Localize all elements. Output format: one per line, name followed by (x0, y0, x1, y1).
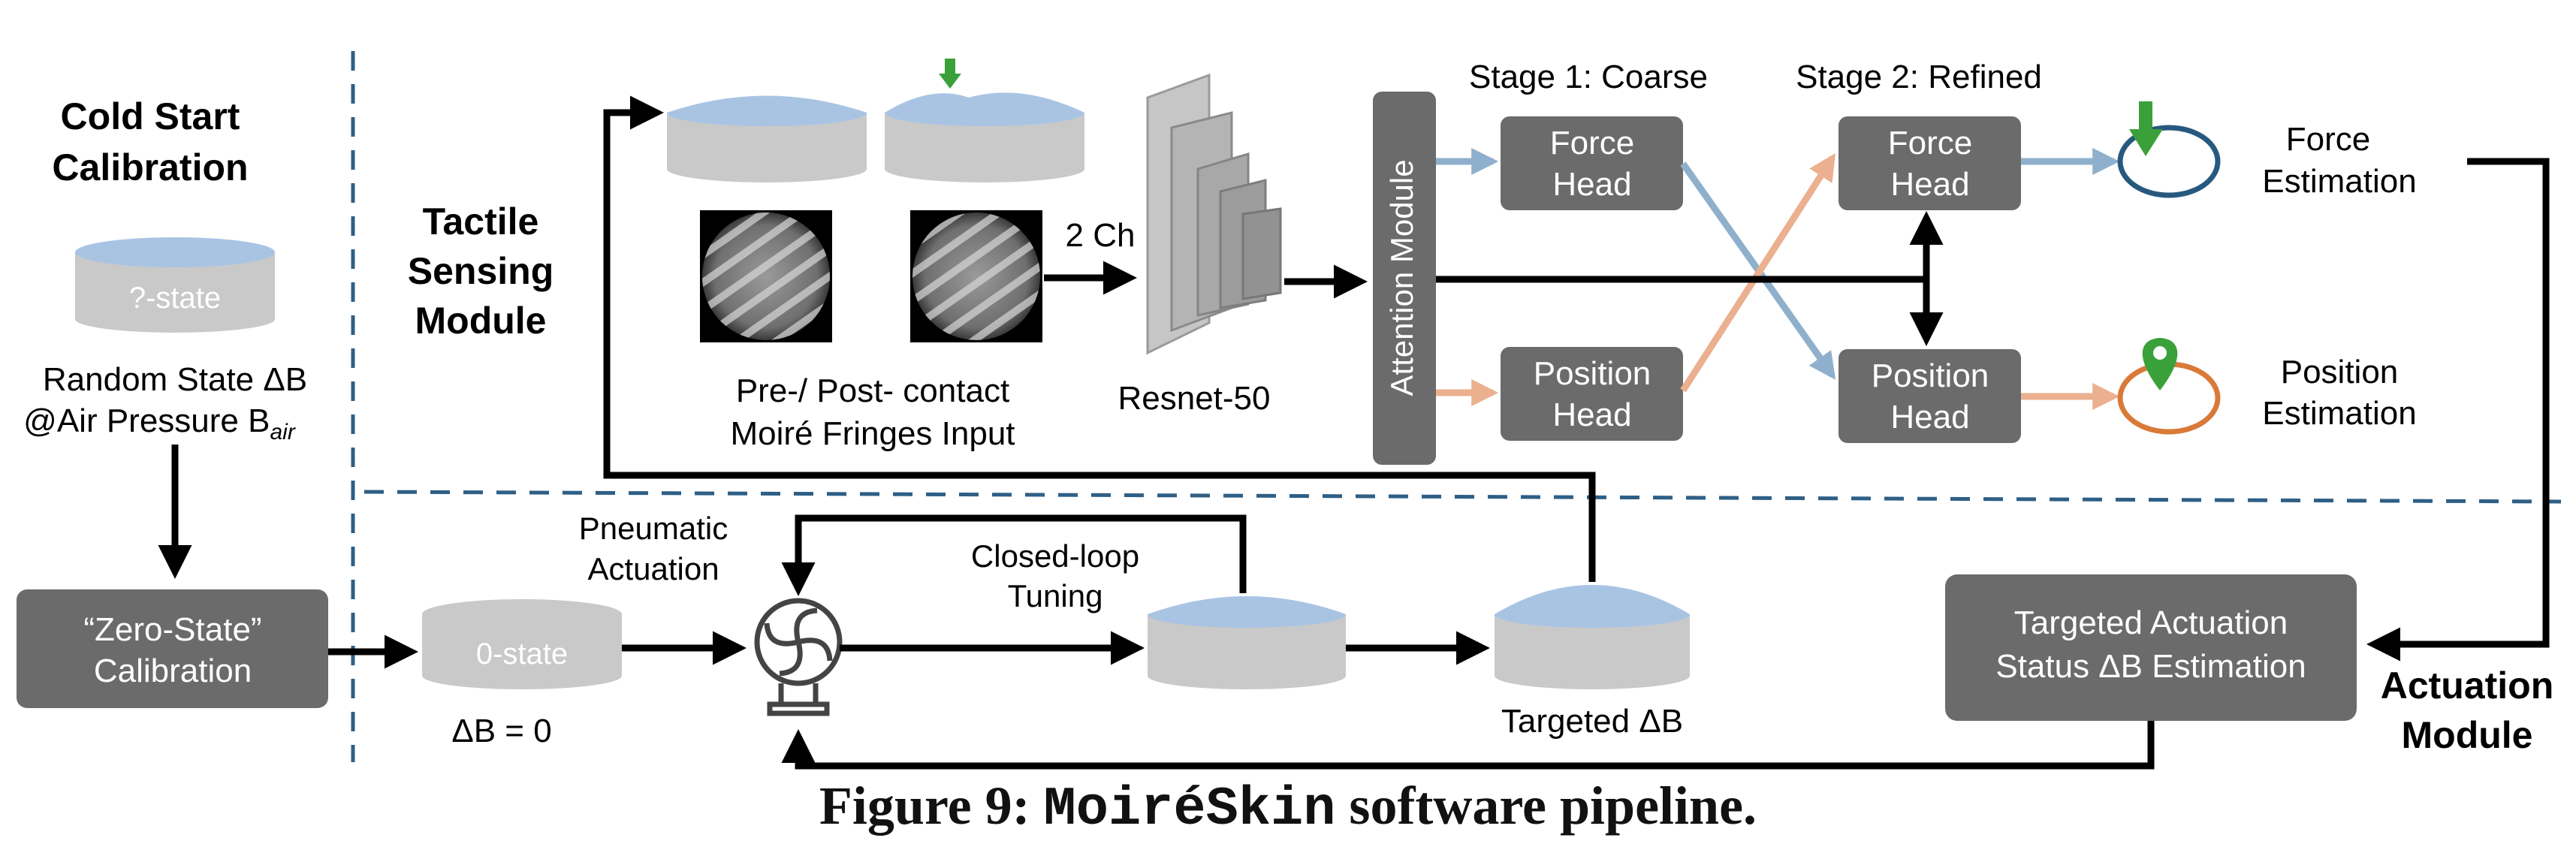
zero-state-cylinder: 0-state (422, 599, 622, 689)
svg-text:“Zero-State”: “Zero-State” (83, 611, 261, 648)
cold-start-title-2: Calibration (52, 146, 248, 188)
svg-text:?-state: ?-state (129, 282, 221, 315)
cold-start-title: Cold Start (61, 95, 240, 137)
force-estimation-label: Force (2286, 121, 2370, 158)
svg-text:Status ΔB Estimation: Status ΔB Estimation (1995, 648, 2306, 685)
actuation-title: Actuation (2381, 665, 2554, 707)
pneumatic-label: Pneumatic (579, 511, 728, 546)
channels-label: 2 Ch (1066, 217, 1136, 254)
svg-text:Position: Position (1534, 355, 1651, 392)
estimation-to-pump-arrow (781, 721, 2155, 770)
svg-text:Head: Head (1552, 166, 1631, 203)
svg-text:Attention Module: Attention Module (1384, 159, 1419, 396)
pump-icon (754, 598, 843, 716)
stage2-label: Stage 2: Refined (1796, 59, 2042, 95)
svg-text:Head: Head (1890, 166, 1969, 203)
inputs-label-2: Moiré Fringes Input (730, 415, 1015, 452)
actuation-title-2: Module (2402, 714, 2533, 756)
resnet-backbone (1146, 73, 1282, 355)
force-to-actuation-arrow (2366, 158, 2550, 662)
tuning-cylinder (1148, 596, 1346, 689)
force-estimation-label-2: Estimation (2262, 163, 2416, 200)
position-head-stage2: Position Head (1838, 349, 2021, 443)
inputs-label: Pre-/ Post- contact (736, 372, 1009, 409)
tactile-title-3: Module (415, 300, 547, 342)
svg-text:Calibration: Calibration (94, 653, 252, 689)
svg-text:Force: Force (1888, 125, 1972, 161)
tactile-title-2: Sensing (408, 250, 554, 292)
position-head-stage1: Position Head (1501, 347, 1683, 441)
targeted-label: Targeted ΔB (1501, 703, 1683, 740)
section-divider-horizontal (363, 490, 2562, 504)
force-ring-icon (2117, 125, 2221, 198)
figure-caption: Figure 9: MoiréSkin software pipeline. (819, 776, 1757, 840)
pre-contact-cylinder (667, 95, 867, 182)
stage1-label: Stage 1: Coarse (1469, 59, 1708, 95)
actuation-estimation-box: Targeted Actuation Status ΔB Estimation (1945, 574, 2357, 721)
pre-contact-fringe-image (700, 210, 832, 342)
targeted-cylinder (1495, 585, 1690, 689)
post-contact-fringe-image (910, 210, 1042, 342)
svg-text:Head: Head (1552, 396, 1631, 433)
location-pin-icon (2142, 338, 2178, 390)
delta-b-zero-label: ΔB = 0 (451, 713, 551, 749)
svg-text:Force: Force (1550, 125, 1634, 161)
backbone-label: Resnet-50 (1118, 380, 1270, 417)
position-estimation-label-2: Estimation (2262, 395, 2416, 432)
force-head-stage2: Force Head (1838, 116, 2021, 210)
air-pressure-label: @Air Pressure Bair (23, 402, 296, 445)
svg-text:Head: Head (1890, 399, 1969, 436)
svg-text:Position: Position (1872, 357, 1989, 394)
force-head-stage1: Force Head (1501, 116, 1683, 210)
post-contact-cylinder (885, 92, 1084, 182)
tactile-title: Tactile (423, 200, 539, 243)
caption-system-name: MoiréSkin (1043, 779, 1336, 840)
svg-text:Targeted Actuation: Targeted Actuation (2014, 604, 2288, 641)
contact-arrow-icon (939, 59, 961, 89)
position-estimation-label: Position (2281, 354, 2399, 390)
random-state-label: Random State ΔB (43, 361, 307, 398)
closed-loop-feedback-arrow (781, 514, 1247, 596)
closed-loop-label: Closed-loop (971, 538, 1139, 574)
position1-to-force2 (1680, 152, 1835, 393)
zero-state-calibration-box: “Zero-State” Calibration (17, 589, 328, 708)
attention-module: Attention Module (1373, 92, 1436, 465)
closed-loop-label-2: Tuning (1008, 578, 1103, 613)
feedback-to-input-arrow (603, 95, 1596, 582)
force-marker-icon (2129, 101, 2163, 156)
pneumatic-label-2: Actuation (587, 551, 719, 586)
q-state-cylinder: ?-state (75, 237, 275, 333)
svg-text:0-state: 0-state (476, 637, 568, 671)
